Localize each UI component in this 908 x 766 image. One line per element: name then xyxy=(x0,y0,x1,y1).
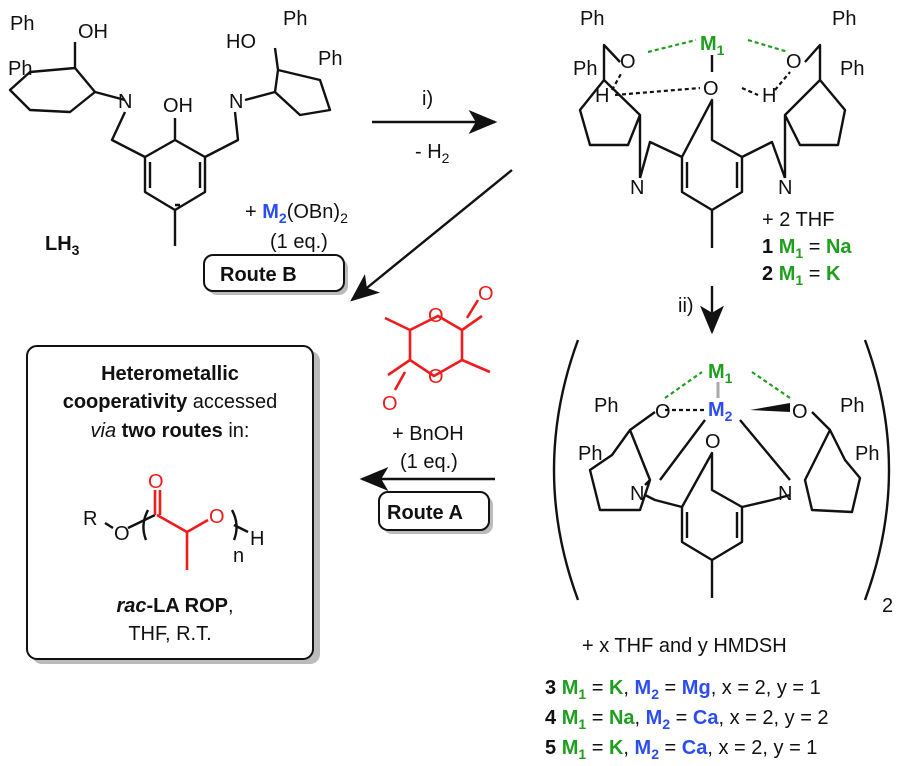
hydrogen-label: H xyxy=(250,528,264,550)
summary-line-1: Heterometallic xyxy=(101,363,239,385)
route-a-badge xyxy=(378,491,490,531)
adduct-label: + 2 THF xyxy=(762,209,834,231)
ligand-lh3: Ph Ph OH HO Ph Ph N N OH LH3 xyxy=(8,8,342,258)
route-b-badge xyxy=(203,254,345,292)
complex-1-2: M1 O O O H H Ph Ph Ph Ph N N + 2 THF 1 M… xyxy=(573,8,864,288)
compound-list: 3 M1 = K, M2 = Mg, x = 2, y = 1 4 M1 = N… xyxy=(545,677,829,762)
phenyl-label: Ph xyxy=(283,8,307,30)
phenyl-label: Ph xyxy=(840,58,864,80)
hydroxyl-label: OH xyxy=(78,21,108,43)
summary-line-4: rac-LA ROP, xyxy=(116,595,233,617)
nitrogen-label: N xyxy=(630,177,644,199)
summary-line-3: via two routes in: xyxy=(91,420,250,442)
r-group-label: R xyxy=(83,508,97,530)
oxygen-label: O xyxy=(620,51,636,73)
route-b-reagent: + M2(OBn)2 xyxy=(245,201,348,226)
metal-2-label: M2 xyxy=(708,399,733,424)
oxygen-label: O xyxy=(114,523,130,545)
phenyl-label: Ph xyxy=(855,443,879,465)
route-b: + M2(OBn)2 (1 eq.) Route B xyxy=(203,169,513,302)
dimer-multiplier: 2 xyxy=(882,595,893,617)
route-a-reagent: + BnOH xyxy=(392,423,464,445)
oxygen-label: O xyxy=(478,283,494,305)
phenyl-label: Ph xyxy=(318,48,342,70)
oxygen-label: O xyxy=(428,305,444,327)
nitrogen-label: N xyxy=(778,483,792,505)
metal-1-label: M1 xyxy=(708,361,733,386)
nitrogen-label: N xyxy=(778,177,792,199)
adduct-label: + x THF and y HMDSH xyxy=(582,635,787,657)
route-a-equiv: (1 eq.) xyxy=(400,451,458,473)
phenyl-label: Ph xyxy=(10,13,34,35)
phenyl-label: Ph xyxy=(580,8,604,30)
compound-3-label: 3 M1 = K, M2 = Mg, x = 2, y = 1 xyxy=(545,677,821,702)
route-a: + BnOH (1 eq.) Route A xyxy=(359,423,495,534)
phenyl-label: Ph xyxy=(840,395,864,417)
oxygen-label: O xyxy=(655,401,671,423)
compound-1-label: 1 M1 = Na xyxy=(762,236,852,261)
phenyl-label: Ph xyxy=(594,395,618,417)
step-ii-arrow: ii) xyxy=(678,286,724,335)
hydroxyl-label: OH xyxy=(163,95,193,117)
step-i-label: i) xyxy=(422,88,433,110)
route-a-label: Route A xyxy=(387,502,463,524)
oxygen-label: O xyxy=(786,51,802,73)
lactide-structure: O O O O xyxy=(382,283,494,415)
route-b-equiv: (1 eq.) xyxy=(270,231,328,253)
hydroxyl-label: HO xyxy=(226,31,256,53)
summary-line-5: THF, R.T. xyxy=(128,623,211,645)
polylactide-structure: R O O O n H xyxy=(83,471,264,570)
phenyl-label: Ph xyxy=(573,58,597,80)
oxygen-label: O xyxy=(705,431,721,453)
hydrogen-label: H xyxy=(762,85,776,107)
nitrogen-label: N xyxy=(229,91,243,113)
repeat-n-label: n xyxy=(233,545,244,567)
metal-1-label: M1 xyxy=(700,33,725,58)
step-ii-label: ii) xyxy=(678,295,694,317)
hydrogen-label: H xyxy=(595,85,609,107)
nitrogen-label: N xyxy=(118,91,132,113)
compound-5-label: 5 M1 = K, M2 = Ca, x = 2, y = 1 xyxy=(545,737,817,762)
complex-3-5: 2 M1 M2 O O O Ph Ph Ph Ph N N + x THF an… xyxy=(545,339,893,762)
step-i-byproduct: - H2 xyxy=(415,141,450,166)
oxygen-label: O xyxy=(428,366,444,388)
route-b-label: Route B xyxy=(220,264,297,286)
oxygen-label: O xyxy=(792,401,808,423)
compound-2-label: 2 M1 = K xyxy=(762,263,841,288)
oxygen-label: O xyxy=(209,506,225,528)
phenyl-label: Ph xyxy=(8,58,32,80)
compound-4-label: 4 M1 = Na, M2 = Ca, x = 2, y = 2 xyxy=(545,707,829,732)
nitrogen-label: N xyxy=(630,483,644,505)
carbonyl-oxygen-label: O xyxy=(148,471,164,493)
phenyl-label: Ph xyxy=(578,443,602,465)
oxygen-label: O xyxy=(703,78,719,100)
summary-box: Heterometallic cooperativity accessed vi… xyxy=(26,345,320,664)
summary-line-2: cooperativity accessed xyxy=(63,391,278,413)
step-i-arrow: i) - H2 xyxy=(372,88,498,166)
phenyl-label: Ph xyxy=(832,8,856,30)
oxygen-label: O xyxy=(382,393,398,415)
ligand-name: LH3 xyxy=(45,233,80,258)
